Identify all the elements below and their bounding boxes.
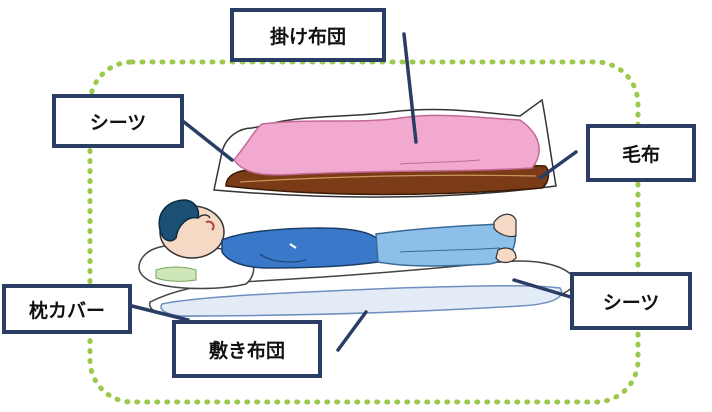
pillow-cover bbox=[155, 266, 197, 282]
leader-line-sheets-top bbox=[182, 120, 234, 162]
label-kakebuton: 掛け布団 bbox=[230, 8, 386, 62]
shikibuton bbox=[160, 284, 563, 317]
label-shikibuton: 敷き布団 bbox=[172, 320, 322, 378]
label-moufu: 毛布 bbox=[586, 124, 696, 182]
leader-line-kakebuton bbox=[402, 32, 418, 144]
leader-line-moufu bbox=[538, 150, 578, 180]
dotted-frame bbox=[87, 59, 641, 405]
leader-line-pillow-cover bbox=[130, 304, 190, 322]
bedding-stack bbox=[213, 98, 557, 198]
label-sheets-top: シーツ bbox=[52, 94, 184, 148]
leader-line-shikibuton bbox=[336, 310, 368, 352]
leader-lines bbox=[130, 32, 578, 352]
label-pillow-cover: 枕カバー bbox=[2, 284, 132, 334]
leader-line-sheets-bottom bbox=[512, 278, 576, 300]
comforter bbox=[233, 114, 540, 176]
sleeper-head bbox=[158, 199, 225, 259]
sleeper-shirt bbox=[221, 227, 379, 269]
sleeper-pants bbox=[375, 223, 516, 267]
label-sheets-bottom: シーツ bbox=[570, 272, 692, 330]
futon-bed bbox=[138, 199, 577, 317]
